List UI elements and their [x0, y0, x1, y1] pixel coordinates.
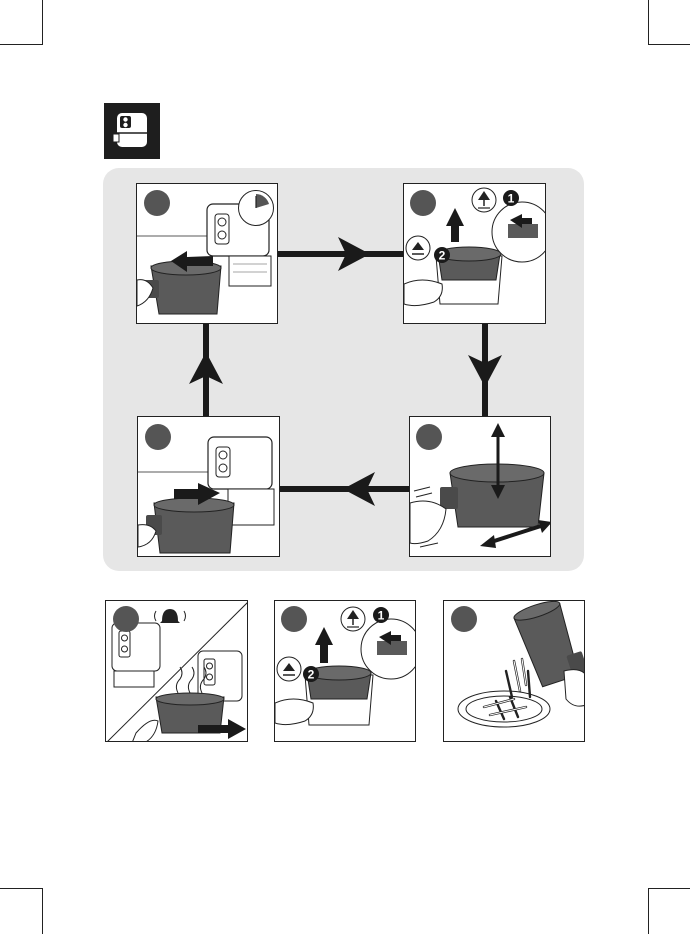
- svg-text:2: 2: [308, 668, 315, 682]
- step-serve-food: [443, 600, 585, 742]
- step-number-badge: [416, 424, 442, 450]
- step-number-badge: [451, 606, 477, 632]
- timer-icon: [238, 190, 274, 226]
- step-detach-basket: 1 2: [403, 183, 546, 324]
- step-ready-beep: [105, 600, 248, 742]
- svg-text:1: 1: [508, 192, 515, 206]
- step-remove-basket: [136, 183, 278, 324]
- step-shake-basket: [409, 416, 551, 557]
- svg-text:2: 2: [439, 249, 446, 263]
- step-number-badge: [145, 424, 171, 450]
- step-number-badge: [113, 606, 139, 632]
- step-reinsert-basket: [137, 416, 280, 557]
- step-number-badge: [281, 606, 307, 632]
- svg-text:1: 1: [378, 609, 385, 623]
- step-number-badge: [410, 190, 436, 216]
- step-number-badge: [144, 190, 170, 216]
- step-release-basket: 1 2: [274, 600, 416, 742]
